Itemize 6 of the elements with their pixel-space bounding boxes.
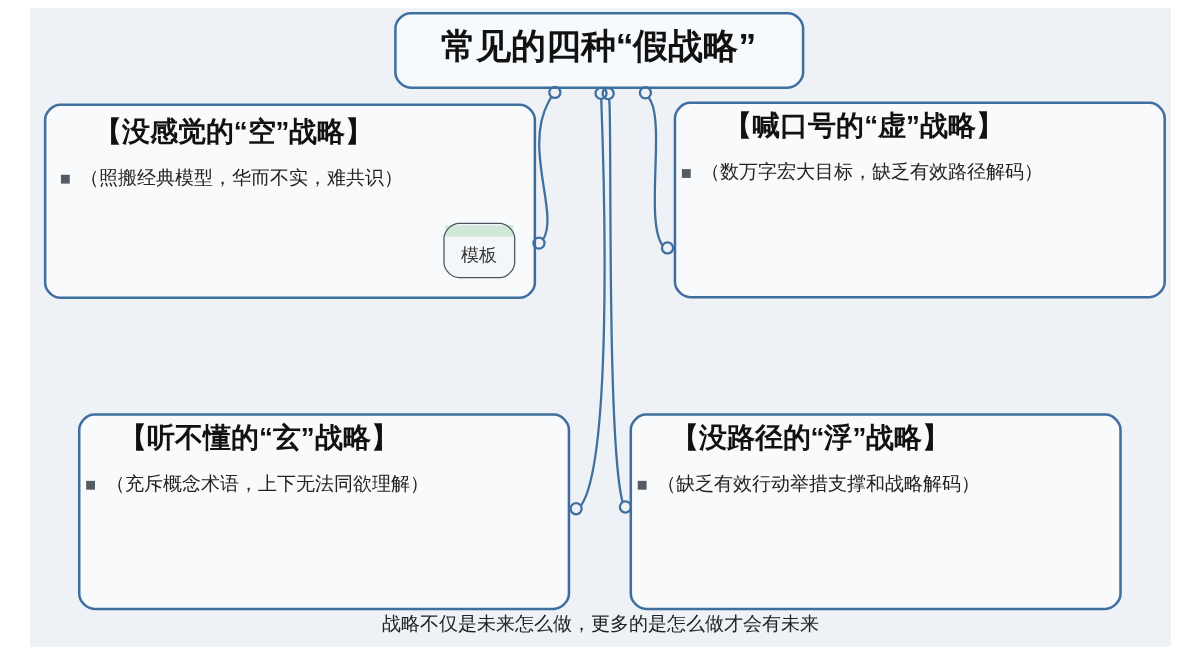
connector — [638, 86, 674, 255]
connector — [568, 86, 608, 516]
connector — [531, 85, 562, 250]
connector — [600, 86, 632, 514]
node-box: 常见的四种“假战略” — [393, 11, 804, 89]
caption: 战略不仅是未来怎么做，更多的是怎么做才会有未来 — [381, 613, 819, 635]
